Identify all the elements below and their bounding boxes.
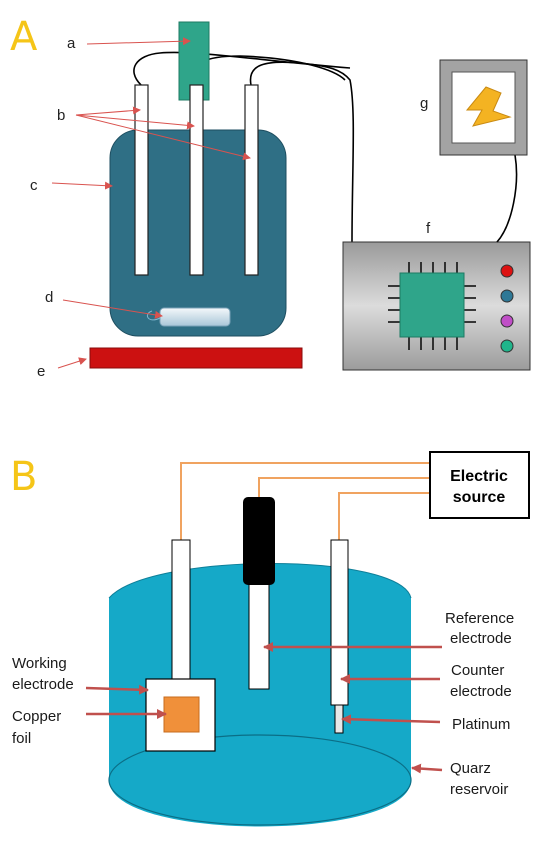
electric-source-label-line2: source — [453, 489, 506, 506]
label-f: f — [426, 220, 431, 237]
label-reference-line1: Reference — [445, 610, 514, 627]
electrode-middle — [189, 84, 204, 276]
arrow-platinum — [341, 714, 441, 725]
label-working-line1: Working — [12, 655, 67, 672]
power-monitor-screen — [451, 71, 516, 144]
stir-bar-swirl — [146, 310, 161, 321]
arrow-e — [57, 357, 87, 369]
indicator-light-green — [500, 339, 514, 353]
lightning-bolt-icon — [465, 86, 512, 127]
panel-a-letter: A — [10, 14, 38, 60]
label-quarz-line2: reservoir — [450, 781, 508, 798]
arrow-a — [86, 37, 191, 46]
wire-working — [180, 462, 430, 540]
label-counter-line1: Counter — [451, 662, 504, 679]
label-reference-line2: electrode — [450, 630, 512, 647]
label-copper-line1: Copper — [12, 708, 61, 725]
reference-electrode-cap — [243, 497, 275, 585]
arrow-c — [51, 181, 113, 190]
electric-source-label-line1: Electric — [450, 468, 508, 485]
label-g: g — [420, 95, 428, 112]
hot-plate — [89, 347, 303, 369]
electrode-wire-right — [249, 61, 355, 243]
electrode-right — [244, 84, 259, 276]
monitor-cable — [496, 154, 518, 243]
reference-electrode-body — [248, 577, 270, 690]
label-c: c — [30, 177, 38, 194]
stir-bar — [159, 307, 231, 327]
label-quarz-line1: Quarz — [450, 760, 491, 777]
panel-b-letter: B — [10, 454, 37, 500]
copper-foil — [163, 696, 200, 733]
platinum-wire — [334, 704, 344, 734]
arrow-b-1 — [75, 106, 141, 116]
label-counter-line2: electrode — [450, 683, 512, 700]
electrode-wire-left — [133, 51, 351, 86]
electrode-left — [134, 84, 149, 276]
label-working-line2: electrode — [12, 676, 74, 693]
arrow-b-2 — [75, 114, 195, 130]
indicator-light-red — [500, 264, 514, 278]
arrow-quarz — [411, 763, 443, 774]
working-electrode-rod — [171, 539, 191, 683]
arrow-d — [62, 299, 163, 319]
reservoir-bottom-ellipse — [108, 734, 412, 826]
arrow-working — [85, 684, 149, 695]
label-b: b — [57, 107, 65, 124]
wire-reference — [258, 477, 430, 497]
panel-b: B Electric source Reference electrode Co… — [10, 451, 530, 827]
wire-counter — [338, 492, 430, 540]
label-platinum: Platinum — [452, 716, 510, 733]
indicator-light-blue — [500, 289, 514, 303]
indicator-light-purple — [500, 314, 514, 328]
label-a: a — [67, 35, 76, 52]
arrow-b-3 — [75, 114, 251, 161]
microchip-icon — [388, 262, 476, 350]
electric-source-box — [429, 451, 530, 519]
label-e: e — [37, 363, 45, 380]
label-d: d — [45, 289, 53, 306]
panel-a: A — [10, 14, 531, 380]
label-copper-line2: foil — [12, 730, 31, 747]
